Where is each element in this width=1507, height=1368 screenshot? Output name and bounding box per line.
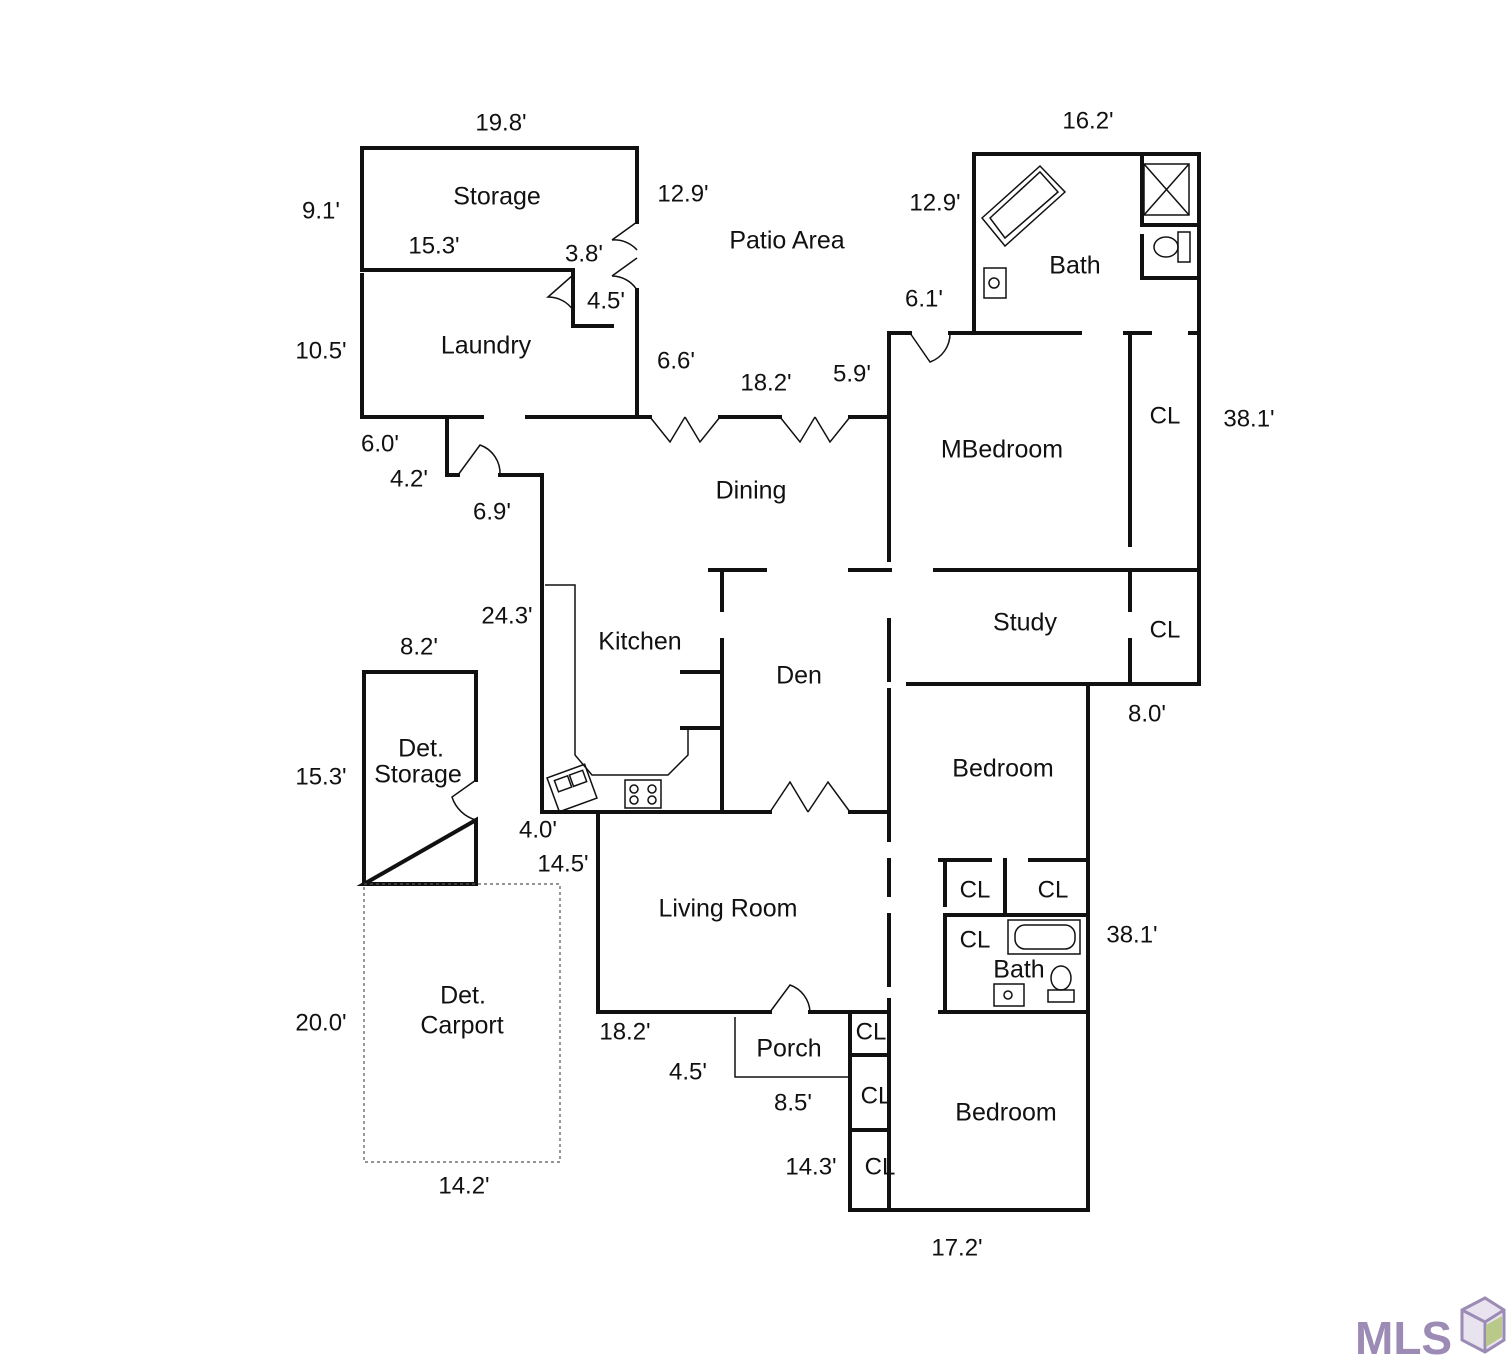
dim-entry-step: 4.2' [390,465,428,492]
dim-carport-width: 14.2' [438,1172,489,1199]
dim-det-storage-height: 15.3' [295,763,346,790]
toilet-icon [1153,231,1191,263]
thin-lines [363,163,1190,1163]
closet-label: CL [1150,402,1181,429]
sink-icon [983,267,1007,299]
dimension-labels: 19.8' 16.2' 9.1' 12.9' 12.9' 15.3' 3.8' … [295,107,1274,1261]
stove-icon [624,779,662,809]
mls-watermark: MLS [1355,1296,1506,1364]
room-label-bedroom-2: Bedroom [955,1099,1056,1127]
dim-entry-jog: 6.9' [473,498,511,525]
room-label-porch: Porch [756,1035,821,1063]
dim-living-height: 14.5' [537,850,588,877]
closet-label: CL [856,1018,887,1045]
room-label-det-carport-2: Carport [420,1012,503,1040]
cube-icon [1460,1296,1506,1354]
dim-storage-height: 9.1' [302,197,340,224]
dim-porch-depth: 4.5' [669,1058,707,1085]
dim-bedroom-jog: 14.3' [785,1153,836,1180]
dim-study-jog: 8.0' [1128,700,1166,727]
closet-labels: CL CL CL CL CL CL CL CL [856,402,1181,1180]
mls-logo-text: MLS [1355,1312,1452,1364]
room-label-det-carport-1: Det. [440,982,486,1010]
dim-bottom-width: 17.2' [931,1234,982,1261]
dim-living-width: 18.2' [599,1018,650,1045]
dim-laundry-height: 10.5' [295,337,346,364]
dim-storage-inner: 15.3' [408,232,459,259]
dim-bath-jog: 6.1' [905,285,943,312]
room-label-bedroom-1: Bedroom [952,755,1053,783]
room-label-mbedroom: MBedroom [941,436,1063,464]
dim-door-3-8: 3.8' [565,240,603,267]
dim-porch-width: 8.5' [774,1089,812,1116]
dim-patio-length: 18.2' [740,369,791,396]
closet-label: CL [861,1082,892,1109]
dim-kitchen-wall: 24.3' [481,602,532,629]
dim-patio-jog-right: 5.9' [833,360,871,387]
dim-storage-width: 19.8' [475,109,526,136]
kitchen-sink-icon [546,763,598,813]
room-label-study: Study [993,609,1057,637]
closet-label: CL [1150,616,1181,643]
room-label-dining: Dining [716,477,787,505]
closet-label: CL [1038,876,1069,903]
room-label-master-bath: Bath [1049,252,1100,280]
bathtub-icon [980,164,1067,248]
fixtures [546,164,1191,1007]
room-label-living-room: Living Room [659,895,798,923]
room-label-hall-bath: Bath [993,956,1044,984]
room-label-patio: Patio Area [729,227,844,255]
room-label-det-storage-2: Storage [374,761,462,789]
dim-patio-jog-left: 6.6' [657,347,695,374]
dim-door-4-5: 4.5' [587,287,625,314]
room-label-det-storage-1: Det. [398,735,444,763]
hall-toilet-icon [1047,965,1075,1003]
doors [451,221,951,1013]
hall-sink-icon [993,983,1025,1007]
dim-bath-width: 16.2' [1062,107,1113,134]
dim-patio-right: 12.9' [909,189,960,216]
hall-bathtub-icon [1007,919,1081,955]
room-label-kitchen: Kitchen [598,628,681,656]
closet-label: CL [960,926,991,953]
room-label-storage: Storage [453,183,541,211]
dim-patio-left: 12.9' [657,180,708,207]
dim-laundry-step: 6.0' [361,430,399,457]
walls [356,146,1201,1212]
dim-right-wall-bottom: 38.1' [1106,921,1157,948]
room-label-den: Den [776,662,822,690]
closet-label: CL [960,876,991,903]
dim-carport-height: 20.0' [295,1009,346,1036]
closet-label: CL [865,1153,896,1180]
room-labels: Storage Patio Area Bath Laundry Dining M… [374,183,1101,1127]
dim-right-wall-top: 38.1' [1223,405,1274,432]
dim-living-step: 4.0' [519,816,557,843]
dim-det-storage-width: 8.2' [400,633,438,660]
room-label-laundry: Laundry [441,332,532,360]
